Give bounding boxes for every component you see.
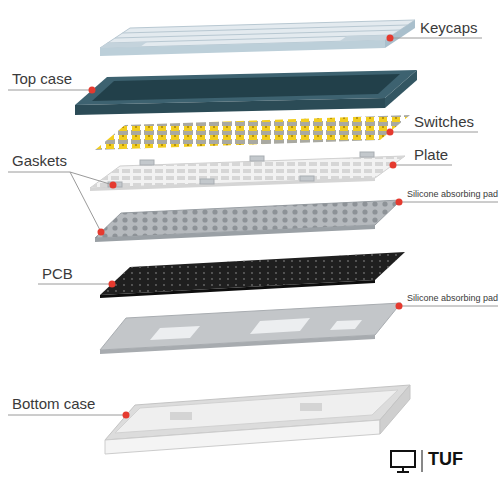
leader-line: [70, 172, 101, 232]
callout-dot: [123, 412, 130, 419]
gasket: [250, 156, 264, 161]
switch-array: [95, 115, 410, 150]
part-label: Keycaps: [420, 19, 478, 36]
switch-plate: [90, 156, 405, 191]
callout-dot: [109, 281, 116, 288]
bottom-case-front: [105, 420, 380, 454]
leader-line: [390, 38, 482, 39]
bottom-case: [105, 385, 410, 454]
top-case-opening: [92, 74, 400, 101]
gasket: [200, 179, 214, 184]
logo-text: TUF: [428, 449, 463, 470]
callout-dot: [390, 162, 397, 169]
leader-line: [8, 172, 113, 185]
pad-front: [100, 335, 375, 354]
part-label: Plate: [414, 146, 448, 163]
logo-divider: [422, 450, 423, 472]
silicone-pad-lower: [100, 303, 401, 354]
pad-cutout: [150, 326, 200, 340]
gaskets: [108, 152, 374, 187]
monitor-base: [397, 471, 409, 473]
bottom-case-rib: [300, 403, 322, 411]
gasket: [140, 160, 154, 165]
leader-line: [8, 90, 92, 91]
keycaps-side: [385, 20, 415, 48]
switches: [95, 115, 410, 150]
logo-icon: [391, 450, 422, 472]
leader-lines: [8, 38, 498, 415]
leader-line: [8, 415, 126, 416]
part-label: Bottom case: [12, 395, 95, 412]
part-label: Top case: [12, 70, 72, 87]
silicone-pad-upper: [95, 200, 401, 242]
gasket: [300, 176, 314, 181]
keycaps: [100, 20, 415, 56]
keycap-row: [123, 25, 408, 33]
callout-dot: [387, 129, 394, 136]
part-label: Silicone absorbing pad: [407, 293, 498, 304]
leader-line: [399, 306, 498, 307]
bottom-case-rib: [170, 412, 192, 420]
part-label: Gaskets: [12, 152, 67, 169]
callout-dots: [89, 35, 403, 419]
part-label: Silicone absorbing pad: [407, 189, 498, 200]
pcb-front: [100, 280, 375, 298]
gasket: [360, 152, 374, 157]
callout-dot: [396, 303, 403, 310]
keycaps-front: [100, 40, 385, 56]
part-label: PCB: [42, 265, 73, 282]
callout-dot: [98, 229, 105, 236]
plate-front: [90, 178, 375, 191]
pad-cutout: [250, 318, 310, 334]
callout-dot: [387, 35, 394, 42]
pad-cutout: [330, 320, 362, 330]
callout-dot: [110, 182, 117, 189]
leader-line: [390, 132, 478, 133]
top-case: [75, 70, 417, 115]
top-case-side: [385, 70, 417, 108]
callout-dot: [396, 199, 403, 206]
leader-line: [393, 165, 452, 166]
callout-dot: [89, 87, 96, 94]
monitor-symbol: [391, 451, 415, 467]
top-case-front: [75, 98, 385, 115]
bottom-case-side: [380, 385, 410, 434]
leader-line: [399, 202, 498, 203]
leader-line: [38, 284, 112, 285]
part-label: Switches: [414, 113, 474, 130]
pad-front: [95, 225, 375, 242]
pcb-board: [100, 252, 405, 298]
